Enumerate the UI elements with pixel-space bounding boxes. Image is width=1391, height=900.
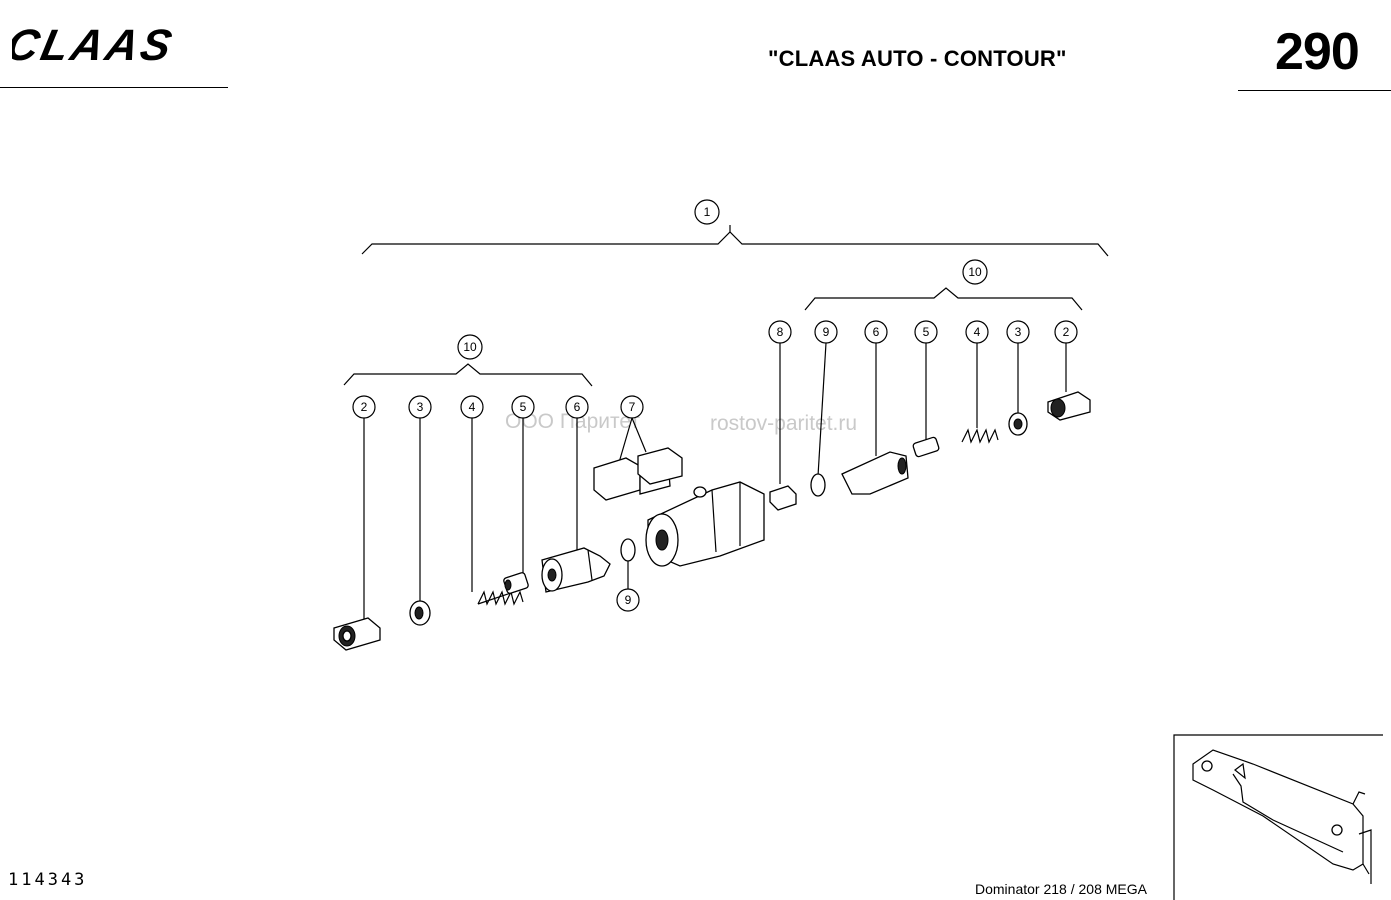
svg-text:10: 10 — [968, 265, 982, 279]
callout-10-right: 10 — [962, 259, 988, 285]
page-number: 290 — [1275, 23, 1360, 81]
document-number: 114343 — [8, 870, 88, 890]
callout-right-9: 9 — [814, 320, 838, 344]
part-seat-8 — [769, 485, 797, 511]
part-valve-pin-left — [503, 572, 529, 594]
part-main-body — [645, 481, 765, 567]
part-valve-body-right — [841, 451, 909, 495]
claas-logo-text: CLAAS — [12, 22, 179, 66]
svg-text:2: 2 — [1063, 325, 1070, 339]
callout-left-6: 6 — [565, 395, 589, 419]
header-rule-left — [0, 87, 228, 88]
leaders-right-row — [779, 342, 1067, 484]
callout-left-3: 3 — [408, 395, 432, 419]
part-valve-pin-right — [912, 436, 940, 458]
callout-left-5: 5 — [511, 395, 535, 419]
header-rule-right — [1238, 90, 1391, 91]
part-oring-right — [810, 473, 826, 497]
part-nut-left — [409, 600, 431, 626]
brace-assembly-1 — [361, 231, 1109, 257]
part-oring-bottom — [620, 538, 636, 562]
svg-text:5: 5 — [520, 400, 527, 414]
location-inset-drawing — [1173, 734, 1383, 900]
callout-9-bottom: 9 — [616, 588, 640, 612]
part-spring-left — [477, 589, 524, 606]
callout-right-6: 6 — [864, 320, 888, 344]
callout-left-2: 2 — [352, 395, 376, 419]
part-union-left — [333, 617, 381, 651]
svg-text:5: 5 — [923, 325, 930, 339]
claas-logo: CLAAS — [12, 22, 179, 66]
callout-right-8: 8 — [768, 320, 792, 344]
part-valve-body-left — [541, 547, 611, 593]
inset-frame — [1173, 734, 1383, 900]
svg-text:3: 3 — [417, 400, 424, 414]
svg-text:1: 1 — [704, 205, 711, 219]
part-spring-right — [961, 428, 999, 444]
callout-right-4: 4 — [965, 320, 989, 344]
callout-right-3: 3 — [1006, 320, 1030, 344]
brace-subassembly-left — [343, 363, 593, 387]
watermark-company: ООО Паритет — [505, 410, 641, 433]
svg-text:9: 9 — [625, 593, 632, 607]
brace-subassembly-right — [804, 287, 1083, 311]
svg-text:9: 9 — [823, 325, 830, 339]
svg-text:4: 4 — [974, 325, 981, 339]
part-union-right — [1047, 391, 1091, 421]
svg-text:3: 3 — [1015, 325, 1022, 339]
svg-text:10: 10 — [463, 340, 477, 354]
callout-left-4: 4 — [460, 395, 484, 419]
callout-right-5: 5 — [914, 320, 938, 344]
svg-text:2: 2 — [361, 400, 368, 414]
leaders-left-row — [363, 417, 647, 620]
svg-text:8: 8 — [777, 325, 784, 339]
machine-model: Dominator 218 / 208 MEGA — [975, 881, 1147, 897]
svg-text:6: 6 — [574, 400, 581, 414]
part-nut-right — [1008, 412, 1028, 436]
part-fitting-7 — [593, 447, 683, 501]
callout-7: 7 — [620, 395, 644, 419]
svg-text:6: 6 — [873, 325, 880, 339]
inset-bracket — [1192, 749, 1372, 884]
page-title: "CLAAS AUTO - CONTOUR" — [768, 46, 1067, 71]
callout-1: 1 — [694, 199, 720, 225]
callout-right-2: 2 — [1054, 320, 1078, 344]
svg-text:7: 7 — [629, 400, 636, 414]
svg-text:4: 4 — [469, 400, 476, 414]
callout-10-left: 10 — [457, 334, 483, 360]
